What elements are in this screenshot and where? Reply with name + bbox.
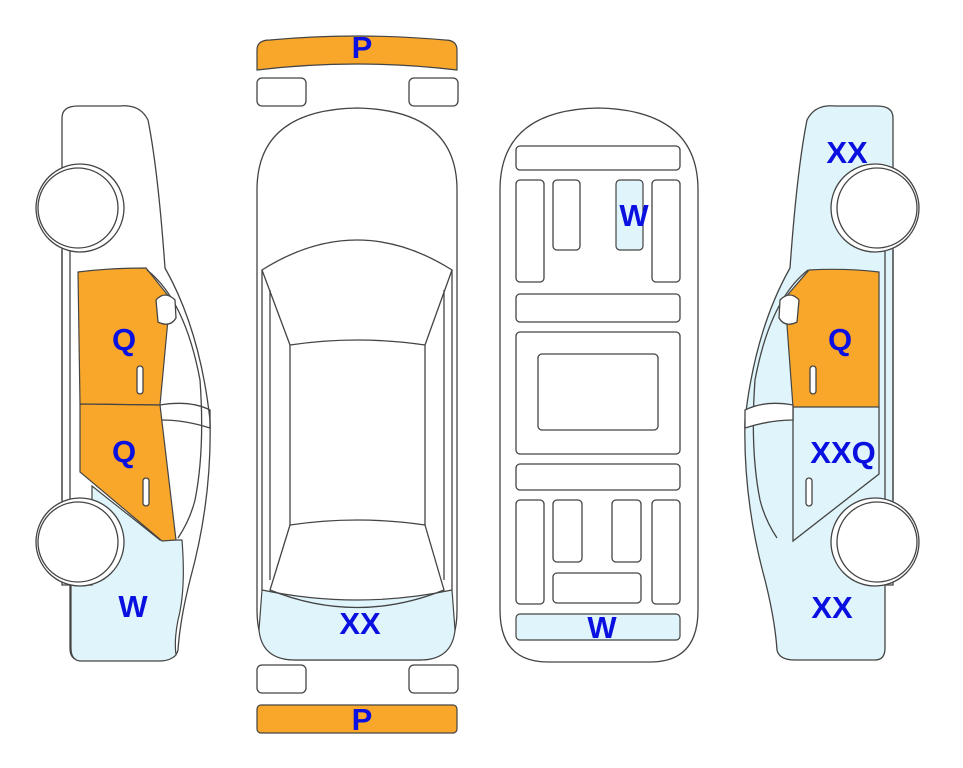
rear-bumper-damage[interactable] <box>256 704 458 734</box>
trunk-damage[interactable] <box>515 613 681 641</box>
top-body-outline <box>256 107 458 661</box>
rear-row-panel <box>515 463 681 491</box>
front-left-door-panel <box>515 179 545 283</box>
right-rear-door-label: XXQ <box>810 435 875 470</box>
left-rear-handle-icon <box>142 477 150 507</box>
rear-left-door-panel <box>515 499 545 605</box>
right-rear-wheel <box>836 501 918 583</box>
right-front-fender-label: XX <box>826 135 868 170</box>
right-pillar <box>744 402 794 429</box>
right-rear-quarter-label: XX <box>811 590 853 625</box>
front-left-seat <box>552 179 581 251</box>
left-rear-door-damage[interactable] <box>79 403 177 542</box>
rear-right-door-panel <box>651 499 681 605</box>
right-front-door-damage[interactable] <box>784 268 880 408</box>
rear-left-light <box>256 664 307 694</box>
top-view: P XX P <box>256 30 459 737</box>
console <box>537 353 659 431</box>
interior-rear-label: W <box>587 610 617 645</box>
rear-left-seat <box>552 499 583 563</box>
right-mirror <box>778 294 800 325</box>
front-right-door-panel <box>651 179 681 283</box>
top-rear-label: XX <box>339 606 381 641</box>
left-sill <box>61 250 71 500</box>
left-rear-wheel <box>37 501 119 583</box>
right-rear-handle-icon <box>805 477 813 507</box>
left-pillar <box>159 402 211 429</box>
front-bumper-damage[interactable] <box>256 35 458 71</box>
right-front-door-label: Q <box>828 322 852 357</box>
left-rear-quarter-label: W <box>118 589 148 624</box>
left-rear-door-label: Q <box>112 434 136 469</box>
front-left-light <box>256 77 307 107</box>
side-line-right <box>443 270 453 590</box>
left-front-handle-icon <box>136 365 144 395</box>
rear-right-seat <box>611 499 642 563</box>
roof <box>289 345 426 526</box>
rear-bumper-label: P <box>352 702 373 737</box>
front-right-seat-damage[interactable] <box>615 179 644 251</box>
left-front-door-label: Q <box>112 322 136 357</box>
top-rear-damage[interactable] <box>258 589 456 661</box>
side-line-left <box>261 270 271 590</box>
right-side-view: XX Q XXQ XX <box>744 105 920 661</box>
left-mirror <box>155 294 177 325</box>
front-bumper-label: P <box>352 30 373 65</box>
front-right-light <box>408 77 459 107</box>
windshield <box>261 239 453 346</box>
interior-seat-label: W <box>619 198 649 233</box>
right-front-wheel <box>836 167 918 249</box>
right-rear-door-outline <box>792 407 880 543</box>
rear-bench <box>552 572 642 604</box>
left-front-door-damage[interactable] <box>77 267 171 406</box>
left-front-wheel <box>37 167 119 249</box>
front-row-panel <box>515 293 681 323</box>
interior-view: W W <box>499 107 699 663</box>
right-sill <box>884 250 894 500</box>
rear-right-light <box>408 664 459 694</box>
left-side-view: Q Q W <box>35 105 211 662</box>
rear-window <box>269 524 445 609</box>
right-front-handle-icon <box>809 365 817 395</box>
dashboard <box>515 145 681 171</box>
